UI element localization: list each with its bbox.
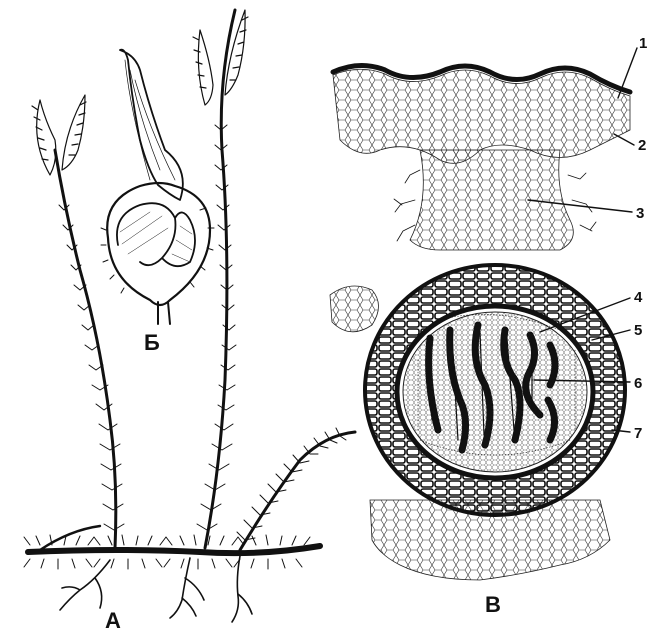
callout-5: 5 (634, 322, 642, 339)
callout-6: 6 (634, 375, 642, 392)
upper-cortex (333, 69, 630, 163)
panel-a-plant (24, 10, 355, 622)
root-1 (60, 560, 110, 610)
strobilus-middle-2 (225, 10, 248, 95)
panel-b-sporophyll (101, 50, 214, 324)
panel-label-b: Б (144, 330, 160, 355)
sporangium-fringe (101, 208, 214, 293)
callout-7: 7 (634, 425, 642, 442)
stem-middle (205, 10, 235, 548)
strobilus-middle-1 (193, 30, 213, 105)
rhizome (28, 546, 320, 553)
callout-2: 2 (638, 137, 646, 154)
shoot-right-leaves (237, 428, 346, 540)
strobilus-left-2 (62, 95, 86, 170)
callout-3: 3 (636, 205, 644, 222)
shoot-left-small (40, 526, 100, 550)
panel-label-v: В (485, 592, 501, 617)
root-2 (170, 558, 204, 618)
left-appendage (330, 286, 379, 332)
panel-label-a: А (105, 608, 121, 631)
callout-1: 1 (639, 35, 647, 52)
shoot-right (240, 432, 355, 550)
sporophyll-veins (125, 60, 175, 180)
callout-4: 4 (634, 289, 643, 306)
sporangium-hatch (120, 212, 192, 262)
strobilus-left-1 (32, 100, 56, 175)
panel-v-section (330, 48, 637, 580)
neck-tissue (410, 150, 573, 250)
sporangium-inner (117, 203, 195, 266)
